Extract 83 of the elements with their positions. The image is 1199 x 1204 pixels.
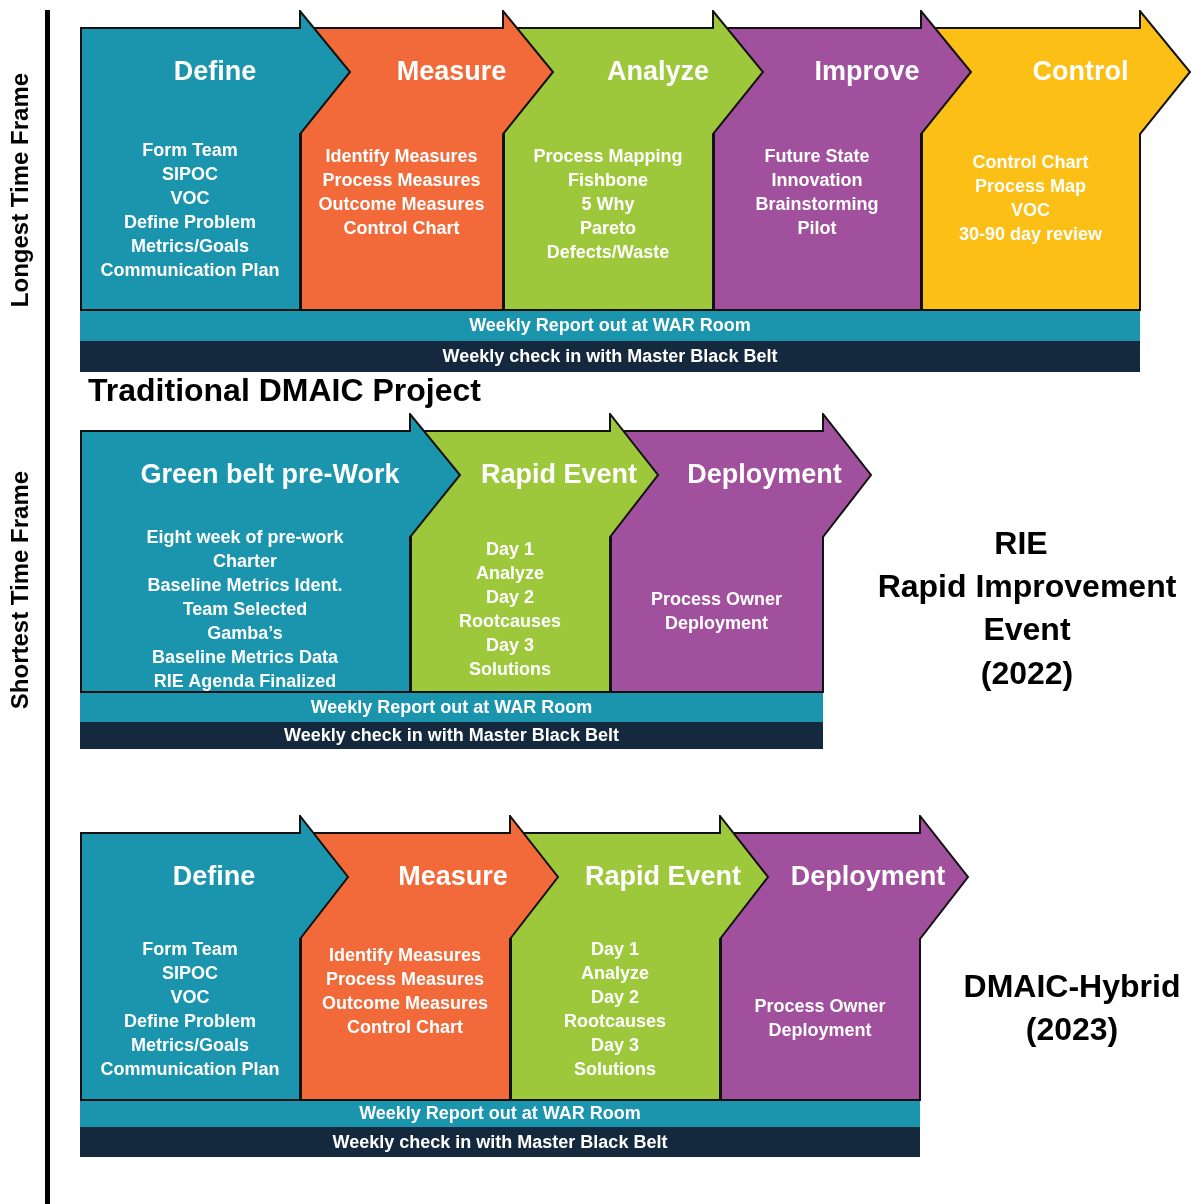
- phase-item: Identify Measures: [325, 145, 478, 168]
- timeline-band: Weekly check in with Master Black Belt: [80, 1127, 920, 1157]
- phase-item: Define Problem: [124, 1010, 256, 1033]
- phase-item: Day 2: [590, 986, 639, 1009]
- phase-item: SIPOC: [162, 163, 218, 186]
- phase-item: Day 1: [485, 538, 534, 561]
- chevron-phase: [921, 10, 1192, 311]
- phase-title: Deployment: [687, 459, 842, 489]
- phase-item: Eight week of pre-work: [146, 526, 344, 549]
- phase-title: Analyze: [607, 56, 709, 86]
- phase-item: Solutions: [469, 658, 551, 681]
- method-label: Rapid Improvement Event: [876, 567, 1178, 649]
- method-label: DMAIC-Hybrid: [962, 967, 1182, 1006]
- phase-item: 30-90 day review: [958, 223, 1103, 246]
- phase-title: Control: [1032, 56, 1129, 86]
- phase-item: SIPOC: [162, 962, 218, 985]
- phase-item: Day 1: [590, 938, 639, 961]
- phase-item: Metrics/Goals: [130, 235, 249, 258]
- axis-label: Longest Time Frame: [6, 72, 34, 308]
- phase-item: Day 3: [485, 634, 534, 657]
- phase-item: Solutions: [574, 1058, 656, 1081]
- phase-title: Deployment: [790, 861, 946, 891]
- phase-title: Rapid Event: [481, 459, 637, 489]
- phase-item: Process Measures: [325, 968, 485, 991]
- phase-item: Control Chart: [343, 217, 460, 240]
- phase-item: Process Mapping: [533, 145, 683, 168]
- phase-item: Deployment: [665, 611, 768, 635]
- phase-item: 5 Why: [581, 193, 635, 216]
- phase-item: Form Team: [142, 139, 238, 162]
- phase-item: Team Selected: [182, 598, 308, 621]
- phase-title: Rapid Event: [585, 861, 741, 891]
- phase-item: Process Measures: [322, 169, 481, 192]
- phase-item: Metrics/Goals: [130, 1034, 249, 1057]
- phase-title: Define: [173, 56, 257, 86]
- phase-item: VOC: [170, 187, 210, 210]
- phase-item: Identify Measures: [328, 944, 482, 967]
- phase-item: Outcome Measures: [318, 193, 485, 216]
- phase-item: Day 2: [485, 586, 534, 609]
- phase-item: Charter: [213, 550, 277, 573]
- phase-title: Measure: [398, 861, 508, 891]
- phase-title: Improve: [814, 56, 920, 86]
- phase-item: Analyze: [476, 562, 544, 585]
- phase-item: Control Chart: [972, 151, 1089, 174]
- phase-item: Deployment: [768, 1018, 872, 1042]
- method-label: (2023): [1024, 1010, 1120, 1049]
- phase-item: Fishbone: [568, 169, 648, 192]
- method-label: (2022): [979, 654, 1075, 693]
- phase-item: Pareto: [580, 217, 636, 240]
- phase-item: Brainstorming: [755, 193, 879, 216]
- timeline-band: Weekly Report out at WAR Room: [80, 310, 1140, 341]
- phase-item: VOC: [1011, 199, 1050, 222]
- phase-title: Define: [172, 861, 256, 891]
- timeline-band: Weekly check in with Master Black Belt: [80, 722, 823, 749]
- phase-item: Process Owner: [754, 994, 886, 1018]
- phase-item: Outcome Measures: [321, 992, 489, 1015]
- phase-item: Process Owner: [650, 587, 783, 611]
- phase-item: Analyze: [581, 962, 649, 985]
- phase-item: Control Chart: [347, 1016, 463, 1039]
- timeline-band: Weekly Report out at WAR Room: [80, 692, 823, 722]
- section-heading: Traditional DMAIC Project: [88, 372, 481, 409]
- phase-title: Measure: [396, 56, 507, 86]
- phase-item: Innovation: [771, 169, 863, 192]
- axis-label: Shortest Time Frame: [6, 470, 34, 710]
- timeline-band: Weekly check in with Master Black Belt: [80, 341, 1140, 372]
- phase-item: Pilot: [797, 217, 837, 240]
- phase-item: Process Map: [974, 175, 1087, 198]
- phase-item: Rootcauses: [563, 1010, 666, 1033]
- phase-item: Defects/Waste: [546, 241, 670, 264]
- phase-item: Form Team: [142, 938, 238, 961]
- timeline-band: Weekly Report out at WAR Room: [80, 1100, 920, 1127]
- phase-item: Communication Plan: [100, 259, 280, 282]
- phase-item: Future State: [764, 145, 870, 168]
- method-label: RIE: [993, 524, 1049, 563]
- phase-item: Baseline Metrics Ident.: [147, 574, 343, 597]
- phase-item: Gamba’s: [207, 622, 283, 645]
- phase-item: Define Problem: [124, 211, 256, 234]
- phase-title: Green belt pre-Work: [140, 459, 400, 489]
- phase-item: Rootcauses: [458, 610, 561, 633]
- phase-item: Day 3: [590, 1034, 639, 1057]
- phase-item: Baseline Metrics Data: [151, 646, 339, 669]
- phase-item: VOC: [170, 986, 210, 1009]
- phase-item: RIE Agenda Finalized: [153, 670, 337, 693]
- phase-item: Communication Plan: [100, 1058, 280, 1081]
